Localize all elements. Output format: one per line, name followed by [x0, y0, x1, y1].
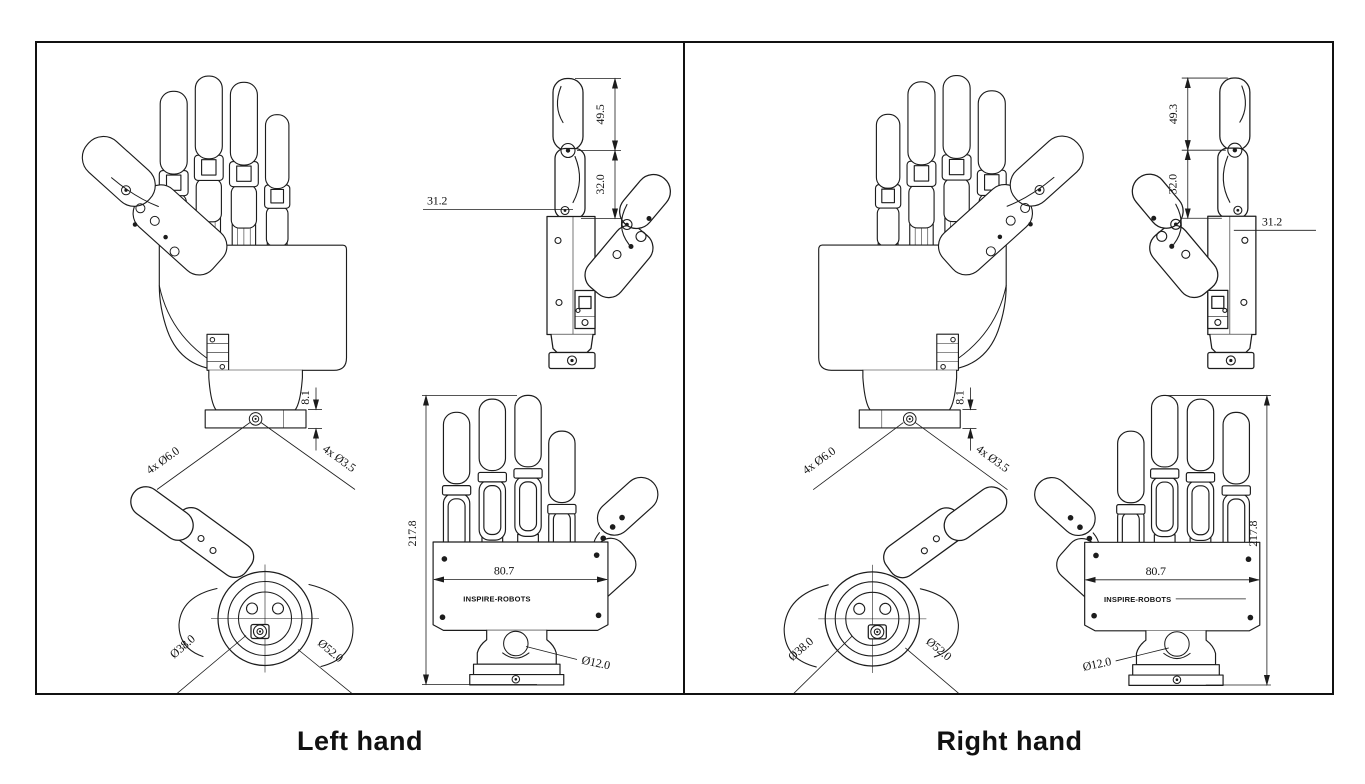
dim-fingertip-length: 49.5: [593, 104, 607, 124]
dim-inner-diameter: Ø38.0: [167, 632, 198, 662]
brand-label: INSPIRE-ROBOTS: [1104, 595, 1171, 604]
dim-palm-thickness: 31.2: [1262, 214, 1282, 228]
brand-label: INSPIRE-ROBOTS: [463, 595, 530, 604]
caption-left-hand: Left hand: [297, 726, 423, 756]
left-hand-panel: 8.1 4x Ø6.0 4x Ø3.5 49.5 32.0 31.2 Ø38.0…: [35, 41, 685, 695]
dim-mount-holes-small: 4x Ø3.5: [974, 442, 1013, 475]
dim-total-length: 217.8: [1246, 521, 1260, 547]
side-view: 49.3 32.0 31.2: [1124, 77, 1316, 370]
dim-fingertip-length: 49.3: [1166, 104, 1180, 124]
dim-inner-diameter: Ø38.0: [785, 634, 816, 664]
dim-palm-width: 80.7: [494, 564, 514, 578]
dim-total-length: 217.8: [405, 520, 419, 546]
dim-outer-diameter: Ø52.0: [923, 634, 954, 663]
dim-mount-holes-large: 4x Ø6.0: [143, 444, 182, 477]
dim-mount-holes-large: 4x Ø6.0: [800, 444, 839, 477]
dim-middle-length: 32.0: [1166, 174, 1180, 194]
palm-view: 8.1 4x Ø6.0 4x Ø3.5: [73, 75, 359, 490]
dim-hole-diameter: Ø12.0: [1081, 654, 1112, 674]
back-view: 217.8 80.7 INSPIRE-ROBOTS Ø12.0: [1027, 394, 1271, 686]
dim-outer-diameter: Ø52.0: [315, 636, 346, 665]
side-view: 49.5 32.0 31.2: [423, 77, 678, 370]
dim-hole-diameter: Ø12.0: [580, 653, 611, 673]
dim-mount-holes-small: 4x Ø3.5: [320, 442, 359, 475]
dim-palm-thickness: 31.2: [427, 194, 447, 208]
bottom-view: Ø38.0 Ø52.0: [783, 480, 1014, 693]
bottom-view: Ø38.0 Ø52.0: [124, 480, 354, 693]
left-hand-drawing: 8.1 4x Ø6.0 4x Ø3.5 49.5 32.0 31.2 Ø38.0…: [73, 75, 678, 693]
caption-right-hand: Right hand: [936, 726, 1083, 756]
dim-flange-height: 8.1: [952, 390, 966, 405]
dim-middle-length: 32.0: [593, 174, 607, 194]
dim-palm-width: 80.7: [1146, 564, 1166, 578]
right-hand-panel: 8.1 4x Ø6.0 4x Ø3.5 49.3 32.0 31.2 Ø38.0…: [685, 41, 1334, 695]
dim-flange-height: 8.1: [298, 390, 312, 405]
palm-view: 8.1 4x Ø6.0 4x Ø3.5: [800, 74, 1093, 491]
right-hand-drawing: 8.1 4x Ø6.0 4x Ø3.5 49.3 32.0 31.2 Ø38.0…: [783, 74, 1316, 693]
back-view: 217.8 80.7 INSPIRE-ROBOTS Ø12.0: [405, 394, 666, 686]
